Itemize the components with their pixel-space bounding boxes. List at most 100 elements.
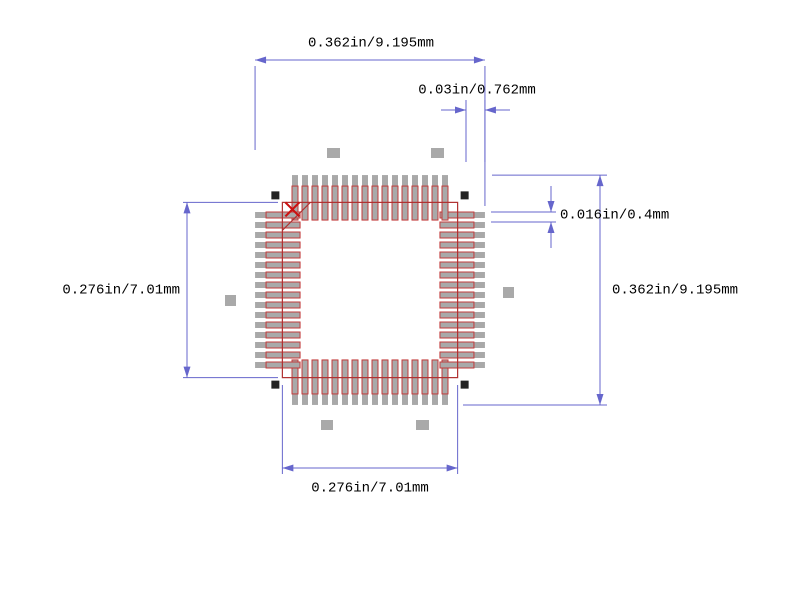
pad-right	[439, 302, 485, 308]
pad-bottom	[442, 359, 448, 405]
pin1-x-icon	[284, 201, 301, 218]
pad-right	[439, 242, 485, 248]
pad-outline-left	[265, 321, 301, 329]
pad-outline-bottom	[291, 359, 299, 395]
pad-outline-left	[265, 331, 301, 339]
pad-outline-bottom	[331, 359, 339, 395]
pad-right	[439, 352, 485, 358]
placement-mark	[503, 287, 514, 298]
pad-left	[255, 232, 301, 238]
pad-outline-right	[439, 261, 475, 269]
pad-bottom	[312, 359, 318, 405]
pad-right	[439, 222, 485, 228]
dimension-arrow	[484, 106, 496, 114]
placement-mark	[416, 420, 429, 430]
dimension-arrow	[596, 393, 604, 405]
dimension-arrow	[473, 56, 485, 64]
pad-top	[342, 175, 348, 221]
pad-outline-bottom	[361, 359, 369, 395]
pad-outline-top	[361, 185, 369, 221]
dimension-label-left-body: 0.276in/7.01mm	[62, 282, 180, 299]
pad-outline-top	[321, 185, 329, 221]
pad-right	[439, 322, 485, 328]
dimension-arrow	[255, 56, 267, 64]
pad-top	[402, 175, 408, 221]
pad-bottom	[292, 359, 298, 405]
pad-outline-top	[411, 185, 419, 221]
pad-outline-top	[331, 185, 339, 221]
pad-outline-bottom	[371, 359, 379, 395]
pad-left	[255, 212, 301, 218]
pad-outline-top	[441, 185, 449, 221]
pad-left	[255, 222, 301, 228]
dimension-label-pad-offset: 0.03in/0.762mm	[418, 82, 536, 99]
pad-right	[439, 332, 485, 338]
pad-bottom	[422, 359, 428, 405]
pad-top	[312, 175, 318, 221]
pad-outline-bottom	[421, 359, 429, 395]
dimension-arrow	[455, 106, 466, 114]
dimension-arrow	[183, 202, 191, 214]
pad-outline-left	[265, 231, 301, 239]
pad-outline-left	[265, 211, 301, 219]
pad-top	[432, 175, 438, 221]
pad-outline-left	[265, 311, 301, 319]
pad-outline-bottom	[301, 359, 309, 395]
dimension-arrow	[547, 201, 555, 212]
pad-outline-right	[439, 211, 475, 219]
pad-outline-top	[371, 185, 379, 221]
pad-outline-right	[439, 231, 475, 239]
pad-right	[439, 262, 485, 268]
pad-outline-right	[439, 241, 475, 249]
pad-bottom	[342, 359, 348, 405]
pad-bottom	[332, 359, 338, 405]
pad-right	[439, 342, 485, 348]
pad-outline-left	[265, 241, 301, 249]
placement-mark	[327, 148, 340, 158]
dimension-label-right-span: 0.362in/9.195mm	[612, 282, 739, 299]
pad-outline-left	[265, 271, 301, 279]
pad-top	[372, 175, 378, 221]
pad-outline-left	[265, 281, 301, 289]
pad-outline-top	[341, 185, 349, 221]
pad-left	[255, 262, 301, 268]
body-outline	[281, 201, 459, 379]
pad-outline-left	[265, 291, 301, 299]
pad-top	[382, 175, 388, 221]
pad-bottom	[392, 359, 398, 405]
pad-top	[332, 175, 338, 221]
pad-outline-left	[265, 341, 301, 349]
pad-outline-right	[439, 291, 475, 299]
pad-left	[255, 292, 301, 298]
pad-outline-right	[439, 351, 475, 359]
pad-outline-right	[439, 301, 475, 309]
pad-bottom	[372, 359, 378, 405]
pad-top	[412, 175, 418, 221]
dimension-arrow	[183, 366, 191, 378]
corner-mark	[460, 191, 469, 200]
pad-right	[439, 362, 485, 368]
pad-top	[442, 175, 448, 221]
corner-mark	[271, 380, 280, 389]
pad-outline-bottom	[441, 359, 449, 395]
pad-outline-top	[431, 185, 439, 221]
pad-outline-left	[265, 251, 301, 259]
pad-outline-bottom	[341, 359, 349, 395]
pad-outline-left	[265, 261, 301, 269]
pin1-chamfer	[281, 201, 311, 231]
pad-left	[255, 302, 301, 308]
pad-outline-bottom	[431, 359, 439, 395]
pad-outline-right	[439, 251, 475, 259]
pad-left	[255, 352, 301, 358]
dimension-arrow	[596, 175, 604, 187]
pad-right	[439, 232, 485, 238]
pad-outline-right	[439, 311, 475, 319]
pad-outline-top	[311, 185, 319, 221]
corner-mark	[271, 191, 280, 200]
pad-right	[439, 252, 485, 258]
pad-outline-bottom	[321, 359, 329, 395]
pad-outline-left	[265, 351, 301, 359]
dimension-label-bottom-body: 0.276in/7.01mm	[311, 480, 429, 497]
